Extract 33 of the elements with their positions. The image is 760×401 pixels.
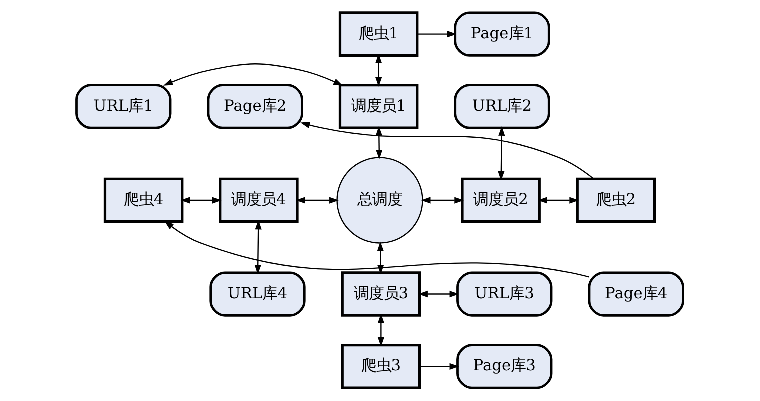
arrow: [296, 197, 340, 204]
node-box: Page库1: [454, 12, 550, 57]
arrow: [498, 126, 506, 181]
arrow: [377, 242, 384, 275]
node-box: 爬虫2: [576, 178, 656, 224]
node-box: 爬虫4: [104, 178, 184, 224]
arrow: [180, 197, 222, 204]
node-box: URL库3: [456, 272, 553, 317]
node-box: Page库3: [456, 344, 553, 390]
arrow: [164, 221, 590, 278]
node-box: 爬虫3: [341, 344, 422, 390]
node-box: URL库4: [210, 272, 306, 317]
arrow: [421, 197, 464, 204]
arrow: [300, 122, 594, 180]
arrow: [164, 64, 344, 86]
arrow: [254, 220, 262, 275]
arrow: [418, 290, 460, 298]
arrow: [375, 54, 382, 87]
node-box: Page库2: [207, 84, 304, 130]
node-box: 爬虫1: [338, 12, 419, 57]
node-box: URL库1: [76, 84, 172, 130]
node-box: Page库4: [588, 272, 684, 317]
arrow: [418, 31, 457, 38]
node-box: 调度员3: [341, 272, 422, 317]
node-box: URL库2: [454, 84, 550, 130]
arrow: [376, 126, 383, 160]
node-box: 调度员1: [338, 84, 419, 130]
node-circle: 总调度: [336, 157, 424, 244]
arrow: [420, 363, 460, 370]
arrow: [378, 314, 385, 347]
node-box: 调度员2: [461, 178, 541, 224]
node-box: 调度员4: [219, 178, 299, 224]
arrow: [538, 197, 580, 204]
